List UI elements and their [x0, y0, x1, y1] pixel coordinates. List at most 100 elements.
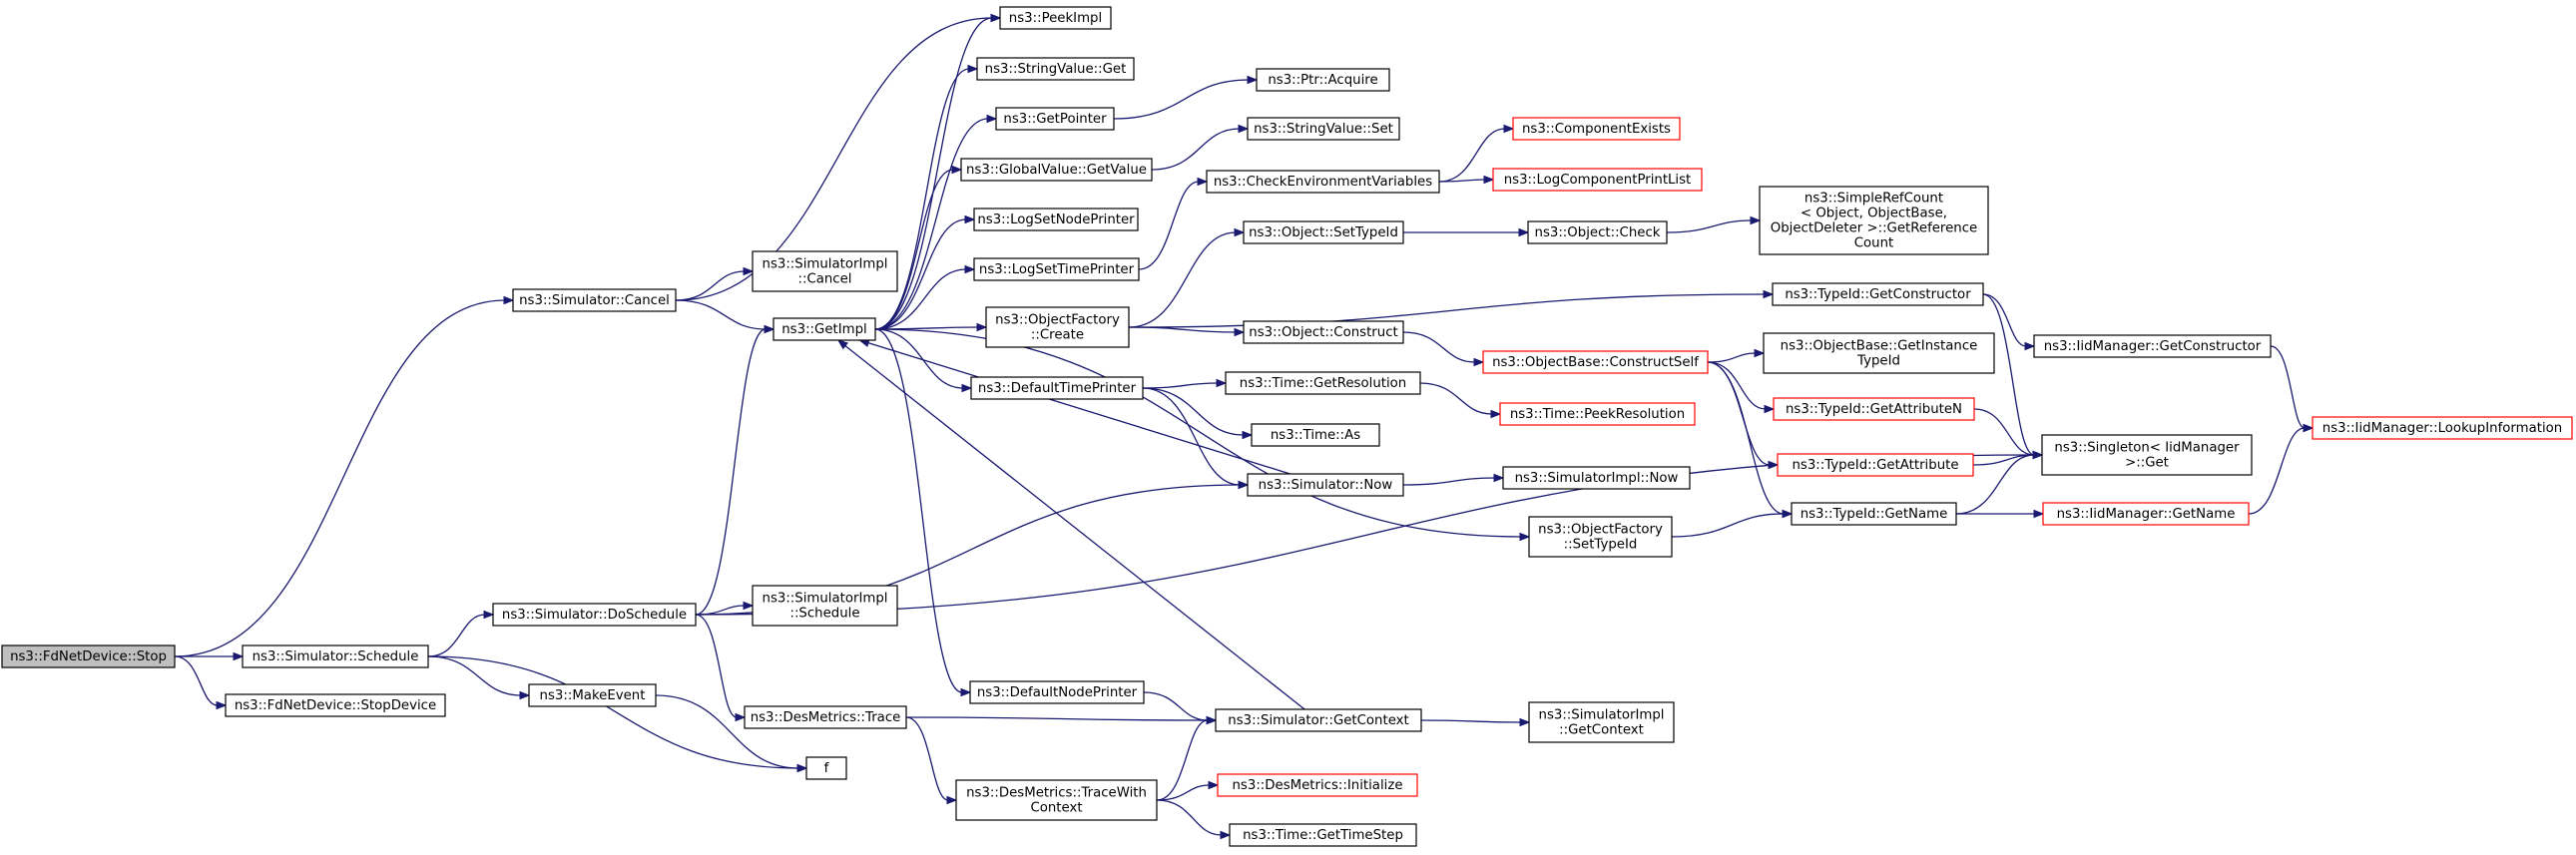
node-typeidgetattrn[interactable]: ns3::TypeId::GetAttributeN — [1773, 397, 1975, 421]
edge-line — [1438, 179, 1486, 183]
node-timegetstep[interactable]: ns3::Time::GetTimeStep — [1229, 823, 1417, 847]
node-simimplgetctx[interactable]: ns3::SimulatorImpl::GetContext — [1528, 701, 1675, 743]
node-cancel[interactable]: ns3::Simulator::Cancel — [512, 288, 677, 312]
edge-line — [1707, 361, 1771, 466]
node-peekimpl[interactable]: ns3::PeekImpl — [999, 6, 1112, 30]
node-box — [1499, 402, 1696, 426]
node-label: ns3::ObjectFactory — [995, 313, 1120, 328]
edge-line — [843, 344, 1305, 710]
node-globalvalueget[interactable]: ns3::GlobalValue::GetValue — [960, 158, 1153, 182]
node-label: ns3::Simulator::GetContext — [1228, 713, 1408, 728]
node-label: Context — [1030, 801, 1082, 816]
node-makeevent[interactable]: ns3::MakeEvent — [528, 683, 657, 707]
node-label: f — [824, 761, 829, 776]
edge-arrowhead — [1206, 715, 1218, 725]
edge-getimpl-to-getpointer — [874, 114, 998, 330]
node-iidmgrlookup[interactable]: ns3::IidManager::LookupInformation — [2312, 416, 2573, 440]
node-stopdevice[interactable]: ns3::FdNetDevice::StopDevice — [225, 693, 446, 717]
node-box — [2042, 502, 2250, 526]
edge-line — [655, 694, 799, 769]
node-stringvalueset[interactable]: ns3::StringValue::Set — [1247, 117, 1400, 141]
node-schedule[interactable]: ns3::Simulator::Schedule — [242, 644, 429, 668]
node-objcheck[interactable]: ns3::Object::Check — [1527, 220, 1668, 244]
node-compexists[interactable]: ns3::ComponentExists — [1512, 117, 1681, 141]
node-logsetnode[interactable]: ns3::LogSetNodePrinter — [973, 208, 1139, 231]
edge-line — [1955, 454, 2035, 515]
edge-simnow-to-simimplnow — [1402, 473, 1505, 486]
node-box — [1528, 701, 1675, 743]
node-simimplschedule[interactable]: ns3::SimulatorImpl::Schedule — [752, 585, 898, 627]
edge-line — [874, 68, 970, 330]
node-box — [976, 57, 1135, 81]
edge-arrowhead — [1234, 227, 1246, 237]
node-label: ns3::LogSetNodePrinter — [977, 213, 1135, 227]
node-logcompprint[interactable]: ns3::LogComponentPrintList — [1492, 168, 1703, 192]
edge-arrowhead — [1238, 124, 1250, 134]
node-iidmgrgetctor[interactable]: ns3::IidManager::GetConstructor — [2033, 334, 2272, 358]
node-typeidgetattr[interactable]: ns3::TypeId::GetAttribute — [1777, 453, 1974, 477]
node-simimplcancel[interactable]: ns3::SimulatorImpl::Cancel — [752, 250, 898, 292]
node-stringvalueget[interactable]: ns3::StringValue::Get — [976, 57, 1135, 81]
node-f[interactable]: f — [805, 756, 847, 780]
node-simimplnow[interactable]: ns3::SimulatorImpl::Now — [1502, 466, 1691, 490]
node-defaulttime[interactable]: ns3::DefaultTimePrinter — [970, 376, 1144, 400]
edge-line — [1156, 784, 1211, 801]
node-refcount[interactable]: ns3::SimpleRefCount< Object, ObjectBase,… — [1759, 186, 1989, 255]
node-stop[interactable]: ns3::FdNetDevice::Stop — [1, 644, 176, 668]
edge-timegetres-to-timepeekres — [1419, 382, 1502, 419]
edge-arrowhead — [1242, 430, 1254, 440]
edge-arrowhead — [1503, 124, 1515, 134]
edge-line — [1128, 293, 1766, 328]
node-box — [999, 6, 1112, 30]
node-objbaseconstruct[interactable]: ns3::ObjectBase::ConstructSelf — [1482, 350, 1709, 374]
edge-arrowhead — [743, 601, 755, 611]
node-label: ns3::LogComponentPrintList — [1504, 173, 1692, 188]
edge-line — [1128, 326, 1237, 333]
node-timeas[interactable]: ns3::Time::As — [1251, 423, 1380, 447]
edge-line — [1151, 128, 1241, 171]
edge-line — [1138, 181, 1200, 270]
node-objfactsettypeid[interactable]: ns3::ObjectFactory::SetTypeId — [1528, 516, 1673, 558]
edge-logsettime-to-checkenv — [1138, 177, 1209, 270]
node-getimpl[interactable]: ns3::GetImpl — [773, 317, 876, 341]
edge-defaulttime-to-timeas — [1142, 387, 1254, 440]
node-simgetcontext[interactable]: ns3::Simulator::GetContext — [1215, 708, 1422, 732]
edge-arrowhead — [1216, 378, 1228, 388]
node-label: ns3::MakeEvent — [540, 688, 646, 703]
edge-arrowhead — [796, 763, 808, 773]
node-label: ns3::Time::As — [1271, 428, 1360, 443]
node-singleton[interactable]: ns3::Singleton< IidManager >::Get — [2041, 434, 2253, 476]
edge-tracewith-to-timegetstep — [1156, 799, 1232, 840]
node-simnow[interactable]: ns3::Simulator::Now — [1247, 473, 1404, 497]
node-desinit[interactable]: ns3::DesMetrics::Initialize — [1217, 773, 1418, 797]
node-objfactcreate[interactable]: ns3::ObjectFactory::Create — [985, 306, 1130, 348]
node-box — [973, 208, 1139, 231]
node-label: ns3::IidManager::LookupInformation — [2322, 421, 2562, 436]
edge-arrowhead — [2024, 341, 2036, 351]
edge-arrowhead — [735, 712, 747, 722]
node-desmtrace[interactable]: ns3::DesMetrics::Trace — [744, 705, 907, 729]
node-objsettypeid[interactable]: ns3::Object::SetTypeId — [1243, 220, 1404, 244]
node-box — [1215, 708, 1422, 732]
node-getpointer[interactable]: ns3::GetPointer — [995, 107, 1115, 131]
node-typeidgetctor[interactable]: ns3::TypeId::GetConstructor — [1772, 282, 1984, 306]
node-timepeekres[interactable]: ns3::Time::PeekResolution — [1499, 402, 1696, 426]
node-box — [960, 158, 1153, 182]
node-defaultnode[interactable]: ns3::DefaultNodePrinter — [969, 680, 1145, 704]
node-checkenv[interactable]: ns3::CheckEnvironmentVariables — [1206, 170, 1440, 194]
edge-arrowhead — [1782, 509, 1794, 519]
node-box — [528, 683, 657, 707]
edge-checkenv-to-logcompprint — [1438, 175, 1495, 185]
node-iidmgrgetname[interactable]: ns3::IidManager::GetName — [2042, 502, 2250, 526]
node-typeidgetname[interactable]: ns3::TypeId::GetName — [1791, 502, 1957, 526]
node-objconstruct[interactable]: ns3::Object::Construct — [1243, 320, 1404, 344]
node-ptracquire[interactable]: ns3::Ptr::Acquire — [1256, 68, 1390, 92]
node-timegetres[interactable]: ns3::Time::GetResolution — [1225, 371, 1421, 395]
node-doschedule[interactable]: ns3::Simulator::DoSchedule — [492, 603, 697, 627]
node-box — [1225, 371, 1421, 395]
node-label: ns3::StringValue::Get — [985, 62, 1127, 77]
node-label: ns3::Object::SetTypeId — [1249, 225, 1398, 240]
node-logsettime[interactable]: ns3::LogSetTimePrinter — [973, 257, 1140, 281]
